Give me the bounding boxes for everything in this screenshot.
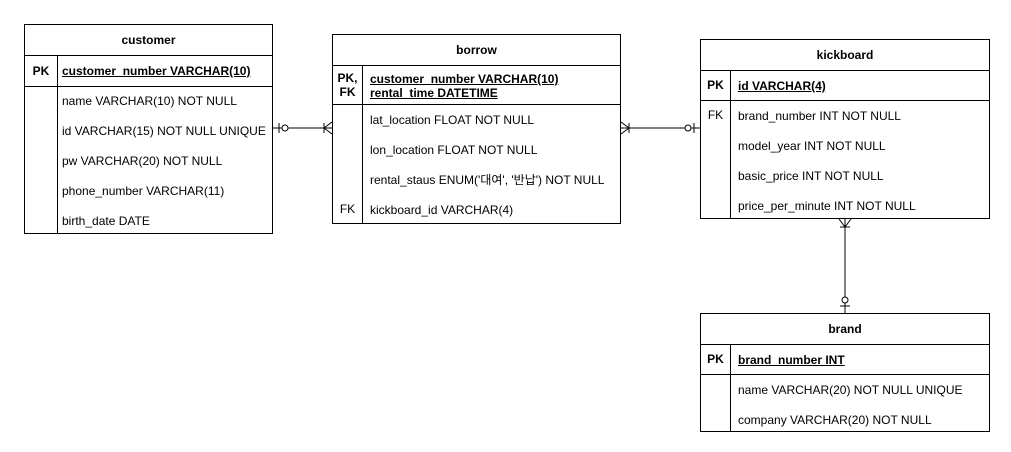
borrow-field: lat_location FLOAT NOT NULL	[370, 113, 535, 127]
customer-field: name VARCHAR(10) NOT NULL	[62, 94, 237, 108]
borrow-pk-field: customer_number VARCHAR(10)	[370, 72, 559, 86]
kickboard-pk-key: PK	[707, 78, 724, 92]
customer-pk-field: customer_number VARCHAR(10)	[62, 64, 251, 78]
customer-title: customer	[25, 25, 272, 56]
kickboard-field: brand_number INT NOT NULL	[738, 109, 901, 123]
borrow-entity[interactable]: borrow PK, FK customer_number VARCHAR(10…	[332, 34, 621, 224]
kickboard-field: model_year INT NOT NULL	[738, 139, 886, 153]
crowfoot-mark	[844, 218, 852, 228]
borrow-kickboard-relation[interactable]	[620, 121, 700, 135]
brand-field: company VARCHAR(20) NOT NULL	[738, 413, 932, 427]
crowfoot-mark	[620, 121, 630, 129]
borrow-field: lon_location FLOAT NOT NULL	[370, 143, 538, 157]
optional-circle-mark	[281, 124, 289, 132]
kickboard-field: basic_price INT NOT NULL	[738, 169, 884, 183]
crowfoot-mark	[323, 121, 333, 129]
borrow-pk-section: PK, FK customer_number VARCHAR(10) renta…	[333, 66, 620, 105]
customer-pk-key: PK	[32, 64, 50, 78]
brand-field: name VARCHAR(20) NOT NULL UNIQUE	[738, 383, 963, 397]
crowfoot-mark	[838, 218, 846, 228]
customer-entity[interactable]: customer PK customer_number VARCHAR(10) …	[24, 24, 273, 234]
crowfoot-mark	[620, 127, 630, 135]
customer-field: id VARCHAR(15) NOT NULL UNIQUE	[62, 124, 266, 138]
kickboard-brand-relation[interactable]	[838, 218, 852, 313]
brand-entity[interactable]: brand PK brand_number INT name VARCHAR(2…	[700, 313, 990, 432]
customer-fields: name VARCHAR(10) NOT NULL id VARCHAR(15)…	[25, 87, 272, 234]
kickboard-fk-key: FK	[707, 108, 724, 122]
kickboard-pk-field: id VARCHAR(4)	[738, 79, 826, 93]
crowfoot-mark	[323, 127, 333, 135]
borrow-pk-field: rental_time DATETIME	[370, 86, 498, 100]
kickboard-field: price_per_minute INT NOT NULL	[738, 199, 916, 213]
customer-field: phone_number VARCHAR(11)	[62, 184, 225, 198]
kickboard-title: kickboard	[701, 40, 989, 71]
customer-field: birth_date DATE	[62, 214, 150, 228]
brand-pk-key: PK	[707, 352, 724, 366]
borrow-field: rental_staus ENUM('대여', '반납') NOT NULL	[370, 173, 605, 187]
customer-pk-section: PK customer_number VARCHAR(10)	[25, 56, 272, 87]
borrow-fk-field-key: FK	[339, 202, 356, 216]
kickboard-pk-section: PK id VARCHAR(4)	[701, 71, 989, 101]
optional-circle-mark	[684, 124, 692, 132]
borrow-title: borrow	[333, 35, 620, 66]
kickboard-entity[interactable]: kickboard PK id VARCHAR(4) FK brand_numb…	[700, 39, 990, 219]
borrow-fields: lat_location FLOAT NOT NULL lon_location…	[333, 105, 620, 224]
brand-pk-field: brand_number INT	[738, 353, 845, 367]
brand-fields: name VARCHAR(20) NOT NULL UNIQUE company…	[701, 375, 989, 432]
brand-title: brand	[701, 314, 989, 345]
customer-field: pw VARCHAR(20) NOT NULL	[62, 154, 223, 168]
customer-borrow-relation[interactable]	[273, 121, 333, 135]
brand-pk-section: PK brand_number INT	[701, 345, 989, 375]
borrow-pk-key: PK,	[337, 71, 358, 85]
borrow-fk-key: FK	[339, 85, 356, 99]
optional-circle-mark	[841, 296, 849, 304]
borrow-field: kickboard_id VARCHAR(4)	[370, 203, 514, 217]
kickboard-fields: FK brand_number INT NOT NULL model_year …	[701, 101, 989, 219]
